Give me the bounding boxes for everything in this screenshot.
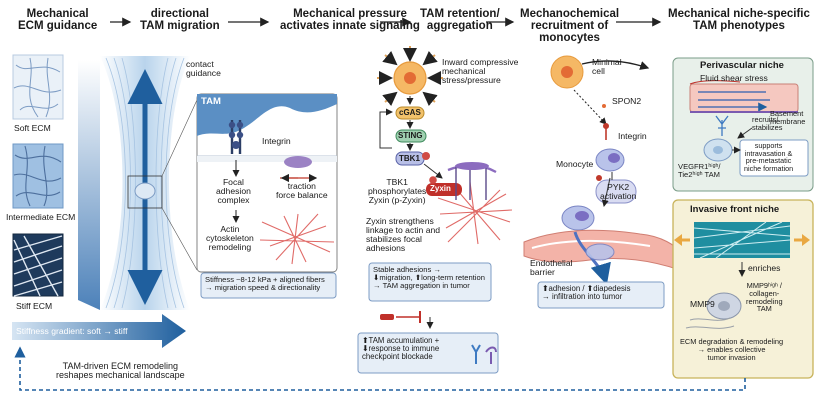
actin-remodeling-label: Actin cytoskeleton remodeling [206,224,254,253]
stiffness-gradient-arrow [12,314,186,348]
stable-adhesions-box: Stable adhesions → ⬇migration, ⬆long-ter… [373,265,485,290]
stiffness-gradient-label: Stiffness gradient: soft → stiff [16,326,128,336]
perivascular-title: Perivascular niche [700,60,784,71]
stable-adhesion-box-shape [368,262,492,302]
antibody-icon [471,344,497,364]
fluid-shear-label: Fluid shear stress [700,73,768,83]
zyxin-strengthens-label: Zyxin strengthens linkage to actin and s… [366,216,441,254]
traction-force-label: traction force balance [276,181,328,201]
vegfr-tam-label: VEGFR1ʰⁱᵍʰ/ Tie2ʰⁱᵍʰ TAM [678,162,721,179]
tam-zoom-panel [196,93,338,299]
header-mechanochemical: Mechanochemical recruitment of monocytes [520,8,620,45]
pressure-cell [377,46,443,179]
fiber-tube [100,56,198,310]
header-mechanical-pressure: Mechanical pressure activates innate sig… [280,8,420,33]
stiffness-wedge [78,60,100,310]
soft-ecm-label: Soft ECM [14,123,51,133]
mmp9-label: MMP9 [690,299,715,309]
pyk2-label: PYK2 activation [600,182,637,202]
zyxin-label: Zyxin [430,184,451,193]
cgas-label: cGAS [399,108,421,117]
minimal-cell-label: Minimal cell [592,57,622,77]
contact-guidance-label: contact guidance [186,59,221,79]
invasive-niche-box [672,199,814,379]
compressive-stress-label: Inward compressive mechanical stress/pre… [442,57,519,86]
tam-accumulation-box: ⬆TAM accumulation + ⬇response to immune … [362,336,440,362]
invasive-title: Invasive front niche [690,204,780,215]
recruit-integrin-label: Integrin [618,131,647,141]
adhesion-diapedesis-box: ⬆adhesion / ⬆diapedesis → infiltration i… [542,284,631,302]
perivascular-niche-box [672,57,814,192]
accumulation-box-shape [357,332,499,374]
header-mechanical-ecm: Mechanical ECM guidance [18,8,98,33]
feedback-label: TAM-driven ECM remodeling reshapes mecha… [56,361,185,381]
intermediate-ecm-tile [12,143,64,209]
tbk1-phosphorylates-label: TBK1 phosphorylates Zyxin (p-Zyxin) [368,177,427,206]
enriches-label: enriches [748,263,781,273]
sting-label: STING [398,131,423,140]
header-tam-retention: TAM retention/ aggregation [420,8,500,33]
monocyte-label: Monocyte [556,159,594,169]
tam-label: TAM [201,96,221,107]
inhibition-icons [380,311,434,329]
intermediate-ecm-label: Intermediate ECM [6,212,76,222]
mmp9-tam-label: MMP9ʰⁱᵍʰ / collagen- remodeling TAM [746,281,783,314]
feedback-arrow [14,346,746,391]
recruits-label: recruits/ stabilizes [752,115,783,132]
basement-membrane-label: Basement membrane [770,109,806,126]
integrin-label: Integrin [262,136,291,146]
supports-label: supports intravasation & pre-metastatic … [744,141,794,173]
header-directional-migration: directional TAM migration [140,8,220,33]
ecm-degradation-label: ECM degradation & remodeling → enables c… [680,337,784,362]
recruitment-graphics [523,55,681,309]
stiff-ecm-label: Stiff ECM [16,301,53,311]
header-niche-phenotypes: Mechanical niche-specific TAM phenotypes [668,8,810,33]
zyxin-actin-network [426,162,513,245]
stiff-ecm-tile [12,233,64,297]
tbk1-label: TBK1 [399,154,420,163]
spon2-label: SPON2 [612,96,642,106]
endothelial-label: Endothelial barrier [530,258,573,278]
stiffness-note: Stiffness ~8-12 kPa + aligned fibers → m… [205,275,325,292]
soft-ecm-tile [12,54,64,120]
focal-adhesion-label: Focal adhesion complex [216,177,251,206]
